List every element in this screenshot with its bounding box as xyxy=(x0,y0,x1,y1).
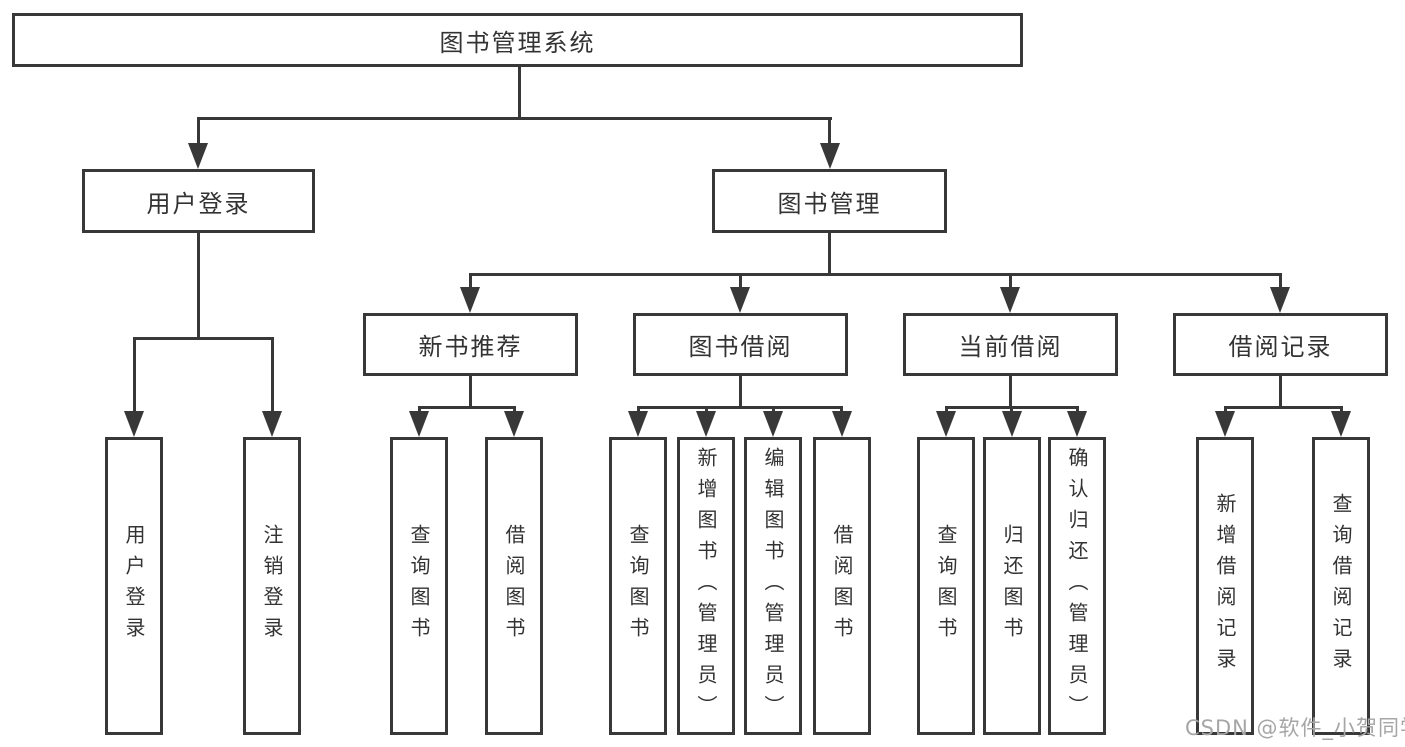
connector-current-stem xyxy=(1009,374,1012,409)
leaf-query-borrow-record: 查询借阅记录 xyxy=(1312,437,1370,735)
leaf-add-book-admin-label: 新增图书（管理员） xyxy=(694,446,718,726)
arrow-leaf-7 xyxy=(763,411,783,437)
arrow-leaf-login xyxy=(124,411,144,437)
node-book-mgmt-label: 图书管理 xyxy=(777,189,882,218)
node-root-label: 图书管理系统 xyxy=(439,28,596,57)
node-book-mgmt: 图书管理 xyxy=(712,169,947,233)
leaf-logout: 注销登录 xyxy=(243,437,301,735)
connector-user-bar xyxy=(133,337,274,340)
connector-user-stem xyxy=(197,233,200,340)
arrow-user-login xyxy=(188,143,208,169)
arrow-leaf-3 xyxy=(409,411,429,437)
connector-drop-current-borrow xyxy=(1009,273,1012,291)
node-book-borrow-label: 图书借阅 xyxy=(688,333,793,361)
connector-drop-new-books xyxy=(469,273,472,291)
leaf-edit-book-admin: 编辑图书（管理员） xyxy=(744,437,802,735)
arrow-leaf-6 xyxy=(696,411,716,437)
node-current-borrow: 当前借阅 xyxy=(903,313,1118,376)
node-current-borrow-label: 当前借阅 xyxy=(958,333,1063,361)
arrow-current-borrow xyxy=(1000,287,1020,313)
connector-drop-user-login xyxy=(197,117,200,147)
node-borrow-records-label: 借阅记录 xyxy=(1228,333,1333,361)
connector-root-stem xyxy=(518,66,521,119)
node-user-login-label: 用户登录 xyxy=(146,189,251,218)
arrow-new-books xyxy=(460,287,480,313)
leaf-confirm-return-admin: 确认归还（管理员） xyxy=(1048,437,1106,735)
leaf-query-books-recommend: 查询图书 xyxy=(390,437,448,735)
connector-drop-book-borrow xyxy=(739,273,742,291)
node-root: 图书管理系统 xyxy=(12,13,1023,67)
node-borrow-records: 借阅记录 xyxy=(1173,313,1388,376)
connector-drop-book-mgmt xyxy=(828,117,831,147)
arrow-leaf-logout xyxy=(262,411,282,437)
arrow-leaf-5 xyxy=(628,411,648,437)
leaf-query-books-current-label: 查询图书 xyxy=(934,524,958,648)
leaf-return-book: 归还图书 xyxy=(983,437,1041,735)
node-book-borrow: 图书借阅 xyxy=(633,313,848,376)
connector-borrow-stem xyxy=(739,374,742,409)
connector-drop-leaf-logout xyxy=(271,337,274,415)
connector-mgmt-stem xyxy=(828,233,831,276)
leaf-user-login: 用户登录 xyxy=(105,437,163,735)
connector-newbooks-bar xyxy=(418,406,516,409)
arrow-leaf-11 xyxy=(1067,411,1087,437)
leaf-edit-book-admin-label: 编辑图书（管理员） xyxy=(761,446,785,726)
node-new-book-recommend: 新书推荐 xyxy=(363,313,578,376)
connector-drop-borrow-records xyxy=(1279,273,1282,291)
node-user-login: 用户登录 xyxy=(82,169,315,233)
leaf-add-book-admin: 新增图书（管理员） xyxy=(677,437,735,735)
connector-drop-leaf-login xyxy=(133,337,136,415)
leaf-confirm-return-admin-label: 确认归还（管理员） xyxy=(1065,446,1089,726)
arrow-book-borrow xyxy=(730,287,750,313)
leaf-add-borrow-record-label: 新增借阅记录 xyxy=(1213,493,1237,679)
arrow-leaf-10 xyxy=(1002,411,1022,437)
connector-root-bar xyxy=(197,117,832,120)
leaf-query-books-borrow: 查询图书 xyxy=(609,437,667,735)
arrow-leaf-8 xyxy=(832,411,852,437)
arrow-leaf-4 xyxy=(504,411,524,437)
leaf-query-books-borrow-label: 查询图书 xyxy=(626,524,650,648)
connector-records-bar xyxy=(1224,406,1343,409)
connector-borrow-bar xyxy=(637,406,843,409)
connector-newbooks-stem xyxy=(469,374,472,409)
arrow-book-mgmt xyxy=(820,143,840,169)
arrow-leaf-12 xyxy=(1215,411,1235,437)
leaf-borrow-books-recommend: 借阅图书 xyxy=(485,437,543,735)
leaf-query-borrow-record-label: 查询借阅记录 xyxy=(1329,493,1353,679)
leaf-borrow-books-2: 借阅图书 xyxy=(813,437,871,735)
leaf-borrow-books-2-label: 借阅图书 xyxy=(830,524,854,648)
leaf-query-books-recommend-label: 查询图书 xyxy=(407,524,431,648)
arrow-leaf-13 xyxy=(1331,411,1351,437)
arrow-borrow-records xyxy=(1270,287,1290,313)
leaf-logout-label: 注销登录 xyxy=(260,524,284,648)
leaf-return-book-label: 归还图书 xyxy=(1000,524,1024,648)
leaf-add-borrow-record: 新增借阅记录 xyxy=(1196,437,1254,735)
leaf-borrow-books-recommend-label: 借阅图书 xyxy=(502,524,526,648)
arrow-leaf-9 xyxy=(936,411,956,437)
csdn-watermark: CSDN @软件_小贺同学 xyxy=(1185,716,1405,740)
node-new-book-recommend-label: 新书推荐 xyxy=(418,333,523,361)
leaf-user-login-label: 用户登录 xyxy=(122,524,146,648)
leaf-query-books-current: 查询图书 xyxy=(917,437,975,735)
connector-records-stem xyxy=(1279,374,1282,409)
connector-mgmt-bar xyxy=(469,273,1282,276)
